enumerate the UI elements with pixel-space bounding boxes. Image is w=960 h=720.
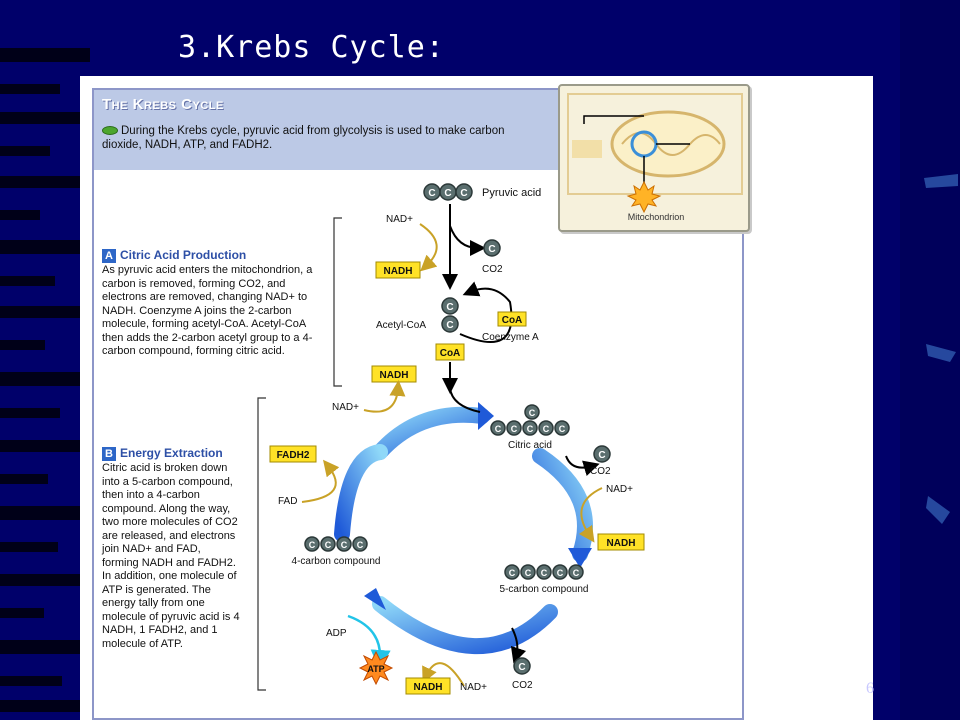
five-carbon-molecule: C C C C C [504, 564, 584, 580]
svg-text:C: C [529, 408, 536, 418]
svg-text:C: C [444, 188, 451, 199]
cycle-arc-right [532, 448, 593, 562]
svg-text:C: C [446, 320, 453, 331]
cycle-arrowhead-top [478, 402, 494, 430]
atp-burst [358, 650, 394, 686]
co2-branch-arrow-3 [510, 627, 527, 664]
citric-acid-label: Citric acid [508, 440, 552, 451]
bracket-b [257, 397, 266, 691]
leaf-icon [102, 126, 118, 136]
svg-text:C: C [509, 568, 516, 578]
section-a-text: As pyruvic acid enters the mitochondrion… [102, 264, 313, 357]
fad-arrow [301, 459, 340, 503]
inset-label: Mitochondrion [628, 212, 685, 222]
nad-arrow-1 [419, 223, 438, 272]
coenzyme-loop-arrow [459, 281, 513, 343]
citric-acid-molecule: C C C C C C [490, 404, 570, 436]
co2-carbon-1 [483, 239, 501, 257]
cycle-diagram: C C C Pyruvic acid NAD+ NADH C CO2 C C A… [257, 183, 645, 695]
co2-label-1: CO2 [482, 264, 503, 275]
coa-small-box [497, 311, 527, 327]
co2-carbon-2 [593, 445, 611, 463]
krebs-cycle-figure: The Krebs Cycle During the Krebs cycle, … [80, 76, 873, 720]
cycle-arc-bottom [372, 596, 558, 655]
coenzyme-a-label: Coenzyme A [482, 332, 539, 343]
five-carbon-label: 5-carbon compound [500, 584, 589, 595]
svg-text:C: C [428, 188, 435, 199]
nad-arrow-3 [578, 487, 603, 543]
svg-text:C: C [357, 540, 364, 550]
coa-box-label: CoA [440, 348, 461, 359]
co2-branch-arrow-2 [565, 455, 600, 476]
co2-label-2: CO2 [590, 466, 611, 477]
section-b-badge: B [102, 447, 116, 461]
slide-title: 3.Krebs Cycle: [178, 30, 445, 65]
cycle-arrowhead-bottom [364, 588, 386, 610]
svg-text:C: C [598, 450, 605, 461]
coa-box [435, 343, 465, 361]
nad-arrow-4 [422, 662, 465, 687]
co2-branch-arrow-1 [449, 225, 486, 256]
cycle-arrowhead-right [568, 548, 592, 568]
atp-label: ATP [367, 664, 384, 674]
adp-label: ADP [326, 628, 347, 639]
svg-text:C: C [325, 540, 332, 550]
svg-text:C: C [495, 424, 502, 434]
cycle-arc-left [334, 444, 388, 542]
nadh-box-4 [405, 677, 451, 695]
section-b-title: Energy Extraction [120, 446, 223, 460]
svg-text:C: C [446, 302, 453, 313]
fadh2-box [269, 445, 317, 463]
section-b-heading: B Energy Extraction [102, 446, 223, 461]
fad-label: FAD [278, 496, 297, 507]
svg-text:C: C [309, 540, 316, 550]
figure-intro-text: During the Krebs cycle, pyruvic acid fro… [102, 125, 505, 151]
nad-label-4: NAD+ [460, 682, 487, 693]
svg-text:C: C [518, 662, 525, 673]
adp-arrow [347, 614, 391, 670]
co2-carbon-3 [513, 657, 531, 675]
cycle-arc-top [372, 406, 490, 460]
svg-text:C: C [488, 244, 495, 255]
nad-label-1: NAD+ [386, 214, 413, 225]
pyruvic-acid-label: Pyruvic acid [482, 187, 541, 199]
acetyl-join-arrow [449, 387, 481, 413]
section-b-text: Citric acid is broken down into a 5-carb… [102, 462, 240, 650]
fadh2-label: FADH2 [277, 450, 310, 461]
section-a-badge: A [102, 249, 116, 263]
bracket-a [333, 217, 342, 387]
svg-text:C: C [511, 424, 518, 434]
nadh-label-1: NADH [384, 266, 413, 277]
svg-text:C: C [543, 424, 550, 434]
nadh-box-3 [597, 533, 645, 551]
svg-text:C: C [527, 424, 534, 434]
nad-label-3: NAD+ [606, 484, 633, 495]
nadh-box-1 [375, 261, 421, 279]
figure-title: The Krebs Cycle [102, 96, 224, 113]
pyruvic-acid-molecule: C C C [423, 183, 473, 201]
acetyl-coa-label: Acetyl-CoA [376, 320, 426, 331]
figure-intro: During the Krebs cycle, pyruvic acid fro… [102, 124, 542, 152]
svg-text:C: C [341, 540, 348, 550]
svg-text:C: C [460, 188, 467, 199]
nadh-label-4: NADH [414, 682, 443, 693]
slide-number: 6 [866, 680, 874, 697]
svg-text:C: C [525, 568, 532, 578]
four-carbon-label: 4-carbon compound [292, 556, 381, 567]
four-carbon-molecule: C C C C [304, 536, 368, 552]
mitochondrion-inset: Mitochondrion [558, 84, 750, 232]
nadh-label-3: NADH [607, 538, 636, 549]
nad-arrow-2 [363, 380, 406, 413]
co2-label-3: CO2 [512, 680, 533, 691]
nadh-label-2: NADH [380, 370, 409, 381]
svg-text:C: C [559, 424, 566, 434]
svg-text:C: C [557, 568, 564, 578]
svg-text:C: C [573, 568, 580, 578]
acetyl-carbons: C C [441, 297, 459, 333]
section-a-title: Citric Acid Production [120, 248, 247, 262]
coa-small-label: CoA [502, 315, 523, 326]
section-a-heading: A Citric Acid Production [102, 248, 246, 263]
svg-text:C: C [541, 568, 548, 578]
nad-label-2: NAD+ [332, 402, 359, 413]
